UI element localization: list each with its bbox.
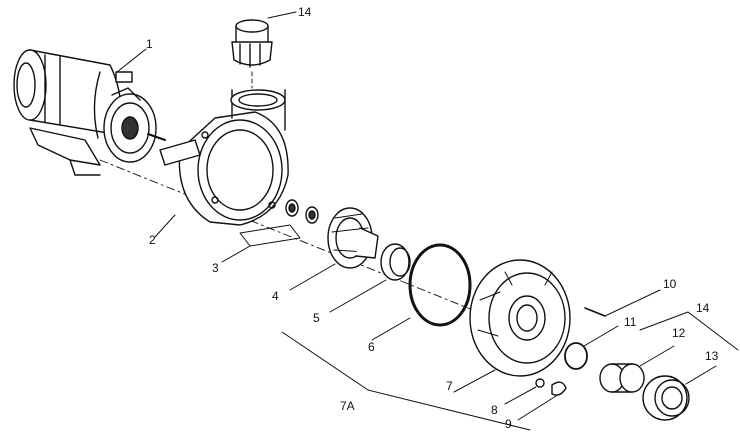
bracket-14-right (639, 311, 739, 351)
callout-6: 6 (368, 340, 375, 354)
callout-10: 10 (663, 277, 677, 291)
callout-1: 1 (146, 37, 153, 51)
part-union-nut (642, 365, 717, 421)
part-o-ring (371, 243, 472, 341)
callout-2: 2 (149, 233, 156, 247)
bracket-7a (281, 331, 531, 431)
callout-8: 8 (491, 403, 498, 417)
part-impeller (289, 207, 379, 291)
callout-4: 4 (272, 289, 279, 303)
part-motor (13, 48, 166, 176)
callout-7: 7 (446, 379, 453, 393)
callout-14-right: 14 (696, 301, 710, 315)
part-tailpiece (599, 345, 675, 393)
callout-12: 12 (672, 326, 686, 340)
part-housing (154, 89, 289, 238)
callout-11: 11 (624, 315, 637, 329)
callout-13: 13 (705, 349, 719, 363)
callout-3: 3 (212, 261, 219, 275)
part-wear-ring (329, 243, 411, 313)
callout-7a: 7A (340, 399, 355, 413)
callout-9: 9 (505, 417, 512, 431)
part-seal (221, 199, 319, 263)
part-volute (453, 259, 571, 393)
part-union-top (231, 11, 297, 89)
callout-14-top: 14 (298, 5, 312, 19)
callout-5: 5 (313, 311, 320, 325)
part-small-o-ring (564, 325, 619, 370)
part-screw (584, 289, 661, 317)
part-drain-plug (504, 378, 545, 405)
part-drain-cap (517, 381, 567, 421)
